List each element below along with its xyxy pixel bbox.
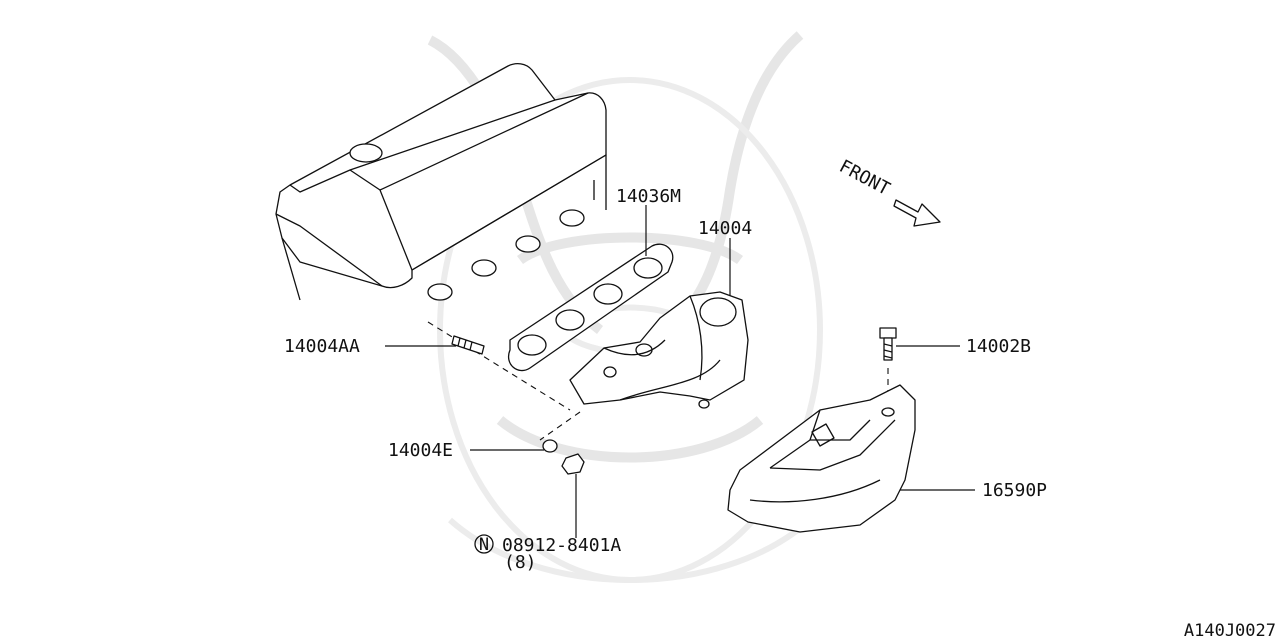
label-bolt: 14002B [966, 336, 1031, 357]
front-direction-label: FRONT [836, 156, 894, 200]
label-stud: 14004AA [284, 336, 360, 357]
nut-badge-letter: N [479, 535, 489, 555]
heat-shield [727, 384, 916, 533]
cylinder-head-cover [275, 63, 607, 301]
label-heat-shield: 16590P [982, 480, 1047, 501]
alignment-line-nut [539, 411, 581, 441]
nut-badge: N [474, 534, 494, 555]
alignment-line-stud [427, 321, 571, 411]
manifold-gasket [507, 243, 674, 372]
diagram-code: A140J0027 [1184, 621, 1276, 639]
exhaust-manifold [569, 291, 749, 409]
label-washer: 14004E [388, 440, 453, 461]
label-manifold: 14004 [698, 218, 752, 239]
stud [451, 335, 485, 355]
bolt [879, 327, 897, 361]
nut [561, 453, 585, 475]
front-arrow-icon [893, 199, 941, 227]
label-gasket: 14036M [616, 186, 681, 207]
washer [542, 439, 558, 453]
label-nut: 08912-8401A [502, 535, 621, 556]
label-nut-quantity: (8) [504, 552, 537, 573]
